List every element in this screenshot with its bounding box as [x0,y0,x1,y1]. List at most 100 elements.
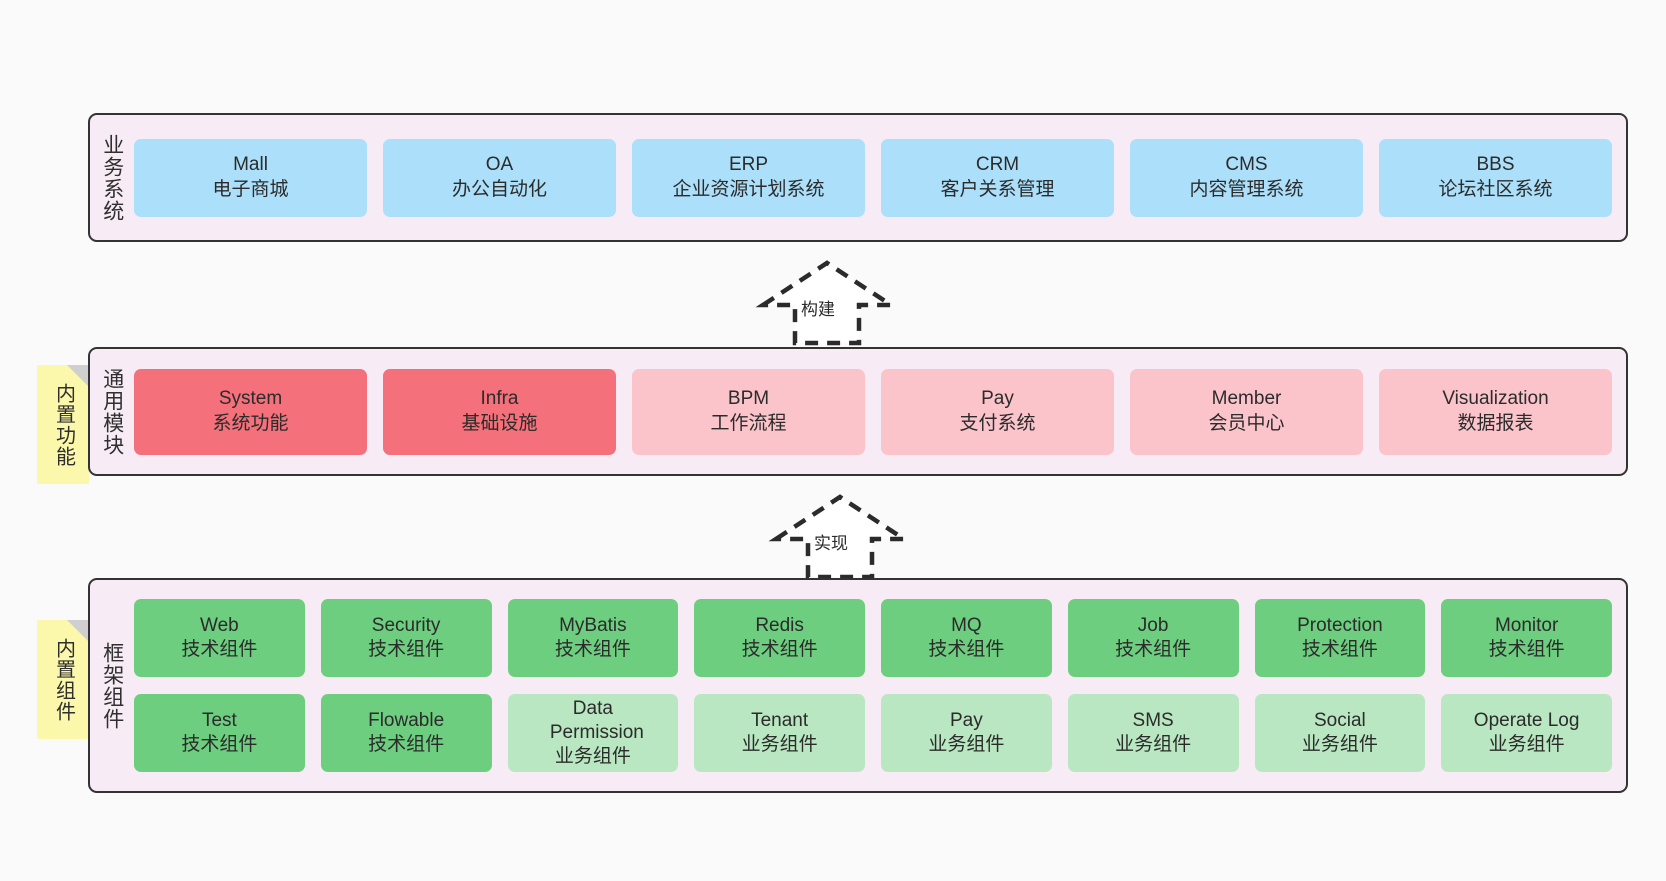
card-subtitle: 技术组件 [928,639,1005,660]
card-title: Visualization [1442,388,1549,410]
card-subtitle: 业务组件 [554,746,631,768]
card-title: Flowable [368,709,445,731]
business-systems-row: Mall 电子商城 OA 办公自动化 ERP 企业资源计划系统 CRM 客户关系… [134,138,1612,217]
card-title: Data Permission [549,697,644,743]
framework-tech-row: Web 技术组件 Security 技术组件 MyBatis 技术组件 Redi… [134,599,1612,677]
card-subtitle: 办公自动化 [451,178,547,200]
card-subtitle: 技术组件 [181,639,258,660]
framework-card-job[interactable]: Job 技术组件 [1067,599,1239,677]
card-subtitle: 技术组件 [554,639,631,660]
framework-card-redis[interactable]: Redis 技术组件 [694,599,865,677]
card-title: Protection [1297,614,1383,636]
card-title: Operate Log [1473,709,1580,731]
business-card-erp[interactable]: ERP 企业资源计划系统 [632,138,865,217]
layer-framework-components: 框架组件 Web 技术组件 Security 技术组件 MyBatis 技术组件… [88,578,1628,793]
note-label: 内置功能 [52,382,75,467]
layer-label-common-modules: 通用模块 [100,367,124,456]
framework-card-operate-log[interactable]: Operate Log 业务组件 [1441,694,1612,772]
business-card-oa[interactable]: OA 办公自动化 [383,138,616,217]
card-title: Security [371,614,441,636]
framework-card-data-permission[interactable]: Data Permission 业务组件 [507,694,679,772]
note-built-in-functions: 内置功能 [37,365,89,484]
business-card-cms[interactable]: CMS 内容管理系统 [1130,138,1363,217]
card-title: Member [1211,388,1282,410]
implement-arrow-icon [768,494,912,580]
framework-card-flowable[interactable]: Flowable 技术组件 [320,694,492,772]
card-subtitle: 系统功能 [212,412,289,434]
card-subtitle: 基础设施 [461,412,538,434]
card-subtitle: 技术组件 [1301,639,1378,660]
business-card-crm[interactable]: CRM 客户关系管理 [881,138,1114,217]
card-title: MQ [951,614,982,636]
framework-card-mq[interactable]: MQ 技术组件 [881,599,1052,677]
card-title: System [218,388,283,410]
card-title: Job [1137,614,1169,636]
card-subtitle: 企业资源计划系统 [672,178,825,200]
card-subtitle: 工作流程 [710,412,787,434]
card-subtitle: 技术组件 [368,639,445,660]
layer-body-business-systems: Mall 电子商城 OA 办公自动化 ERP 企业资源计划系统 CRM 客户关系… [134,115,1626,240]
card-title: CRM [975,154,1020,176]
card-title: BPM [727,388,770,410]
card-subtitle: 技术组件 [741,639,818,660]
layer-common-modules: 通用模块 System 系统功能 Infra 基础设施 BPM 工作流程 Pay… [88,347,1628,476]
connector-build: 构建 [755,255,905,350]
layer-label-framework-components: 框架组件 [100,641,124,730]
card-subtitle: 论坛社区系统 [1438,178,1553,200]
module-card-infra[interactable]: Infra 基础设施 [383,368,616,455]
card-subtitle: 业务组件 [1115,734,1192,755]
card-title: MyBatis [559,614,627,636]
card-subtitle: 数据报表 [1457,412,1534,434]
layer-label-business-systems: 业务系统 [100,133,124,222]
card-title: Tenant [751,709,809,731]
card-subtitle: 技术组件 [1115,639,1192,660]
connector-implement-label: 实现 [814,534,848,553]
framework-card-web[interactable]: Web 技术组件 [134,599,305,677]
card-title: Redis [755,614,804,636]
card-subtitle: 客户关系管理 [940,178,1055,200]
card-title: SMS [1132,709,1174,731]
card-subtitle: 业务组件 [1488,734,1565,755]
card-title: ERP [728,154,769,176]
framework-card-sms[interactable]: SMS 业务组件 [1067,694,1239,772]
module-card-bpm[interactable]: BPM 工作流程 [632,368,865,455]
connector-build-label: 构建 [801,300,835,319]
framework-business-row: Test 技术组件 Flowable 技术组件 Data Permission … [134,694,1612,772]
module-card-pay[interactable]: Pay 支付系统 [881,368,1114,455]
framework-card-tenant[interactable]: Tenant 业务组件 [694,694,865,772]
card-subtitle: 技术组件 [1488,639,1565,660]
business-card-bbs[interactable]: BBS 论坛社区系统 [1379,138,1612,217]
card-title: Infra [480,388,519,410]
framework-card-protection[interactable]: Protection 技术组件 [1254,599,1426,677]
card-title: BBS [1476,154,1515,176]
card-title: Pay [950,709,983,731]
framework-card-mybatis[interactable]: MyBatis 技术组件 [507,599,679,677]
connector-implement: 实现 [768,489,918,584]
card-title: Test [201,709,237,731]
module-card-member[interactable]: Member 会员中心 [1130,368,1363,455]
framework-card-pay[interactable]: Pay 业务组件 [881,694,1052,772]
card-title: Pay [981,388,1014,410]
note-fold-icon [67,620,89,642]
layer-business-systems: 业务系统 Mall 电子商城 OA 办公自动化 ERP 企业资源计划系统 CRM… [88,113,1628,242]
card-subtitle: 业务组件 [928,734,1005,755]
card-title: Monitor [1494,614,1559,636]
note-built-in-components: 内置组件 [37,620,89,739]
framework-card-monitor[interactable]: Monitor 技术组件 [1441,599,1612,677]
card-subtitle: 技术组件 [181,734,258,755]
card-subtitle: 会员中心 [1208,412,1285,434]
card-subtitle: 内容管理系统 [1189,178,1304,200]
module-card-visualization[interactable]: Visualization 数据报表 [1379,368,1612,455]
card-title: CMS [1225,154,1268,176]
layer-body-framework-components: Web 技术组件 Security 技术组件 MyBatis 技术组件 Redi… [134,580,1626,791]
note-fold-icon [67,365,89,387]
framework-card-test[interactable]: Test 技术组件 [134,694,305,772]
business-card-mall[interactable]: Mall 电子商城 [134,138,367,217]
module-card-system[interactable]: System 系统功能 [134,368,367,455]
card-title: Mall [233,154,268,176]
build-arrow-icon [755,260,899,346]
card-subtitle: 支付系统 [959,412,1036,434]
framework-card-security[interactable]: Security 技术组件 [320,599,492,677]
framework-card-social[interactable]: Social 业务组件 [1254,694,1426,772]
